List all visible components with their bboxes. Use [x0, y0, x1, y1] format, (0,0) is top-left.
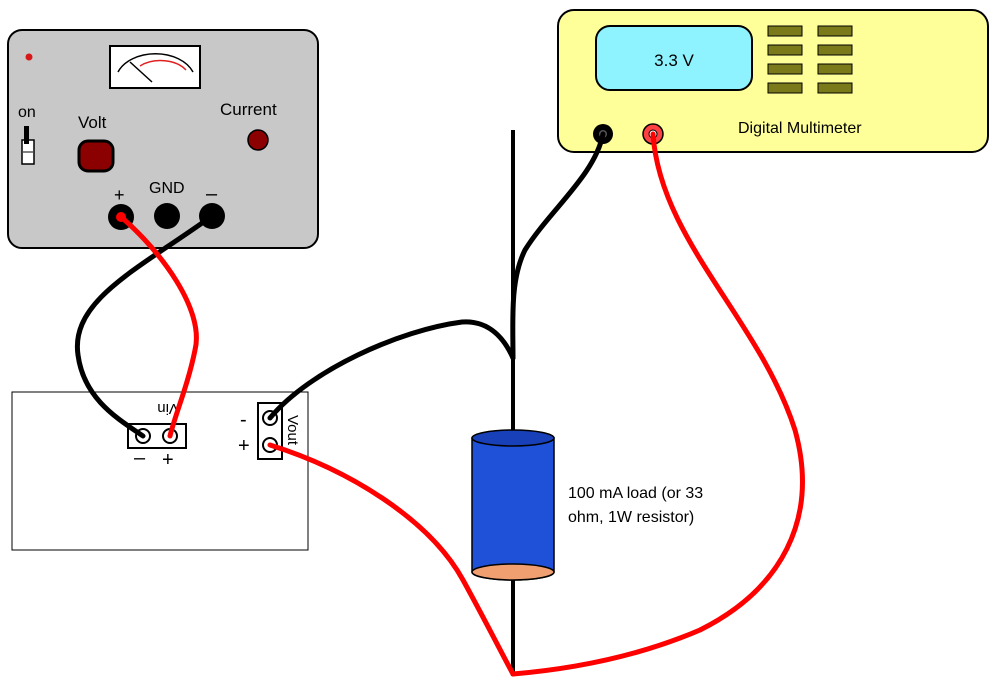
multimeter-button[interactable]	[817, 82, 853, 94]
power-toggle-switch[interactable]	[21, 126, 35, 165]
meter-volt-wire	[510, 131, 805, 677]
minus-terminal-label: –	[206, 183, 218, 205]
load-body	[471, 437, 555, 581]
meter-com-wire	[510, 131, 606, 361]
gnd-terminal[interactable]	[154, 203, 180, 229]
multimeter-title: Digital Multimeter	[738, 120, 862, 137]
analog-meter-icon	[109, 45, 201, 89]
current-label: Current	[220, 100, 277, 119]
vin-plus-label: +	[162, 449, 174, 471]
multimeter-button[interactable]	[767, 82, 803, 94]
volt-label: Volt	[78, 113, 107, 132]
multimeter-button[interactable]	[767, 63, 803, 75]
digital-multimeter: 3.3 V Digital Multimeter	[557, 9, 989, 153]
vout-label: Vout	[284, 415, 301, 446]
vout-plus-label: +	[238, 435, 250, 457]
load-top-cap	[471, 429, 555, 447]
load-label-line2: ohm, 1W resistor)	[568, 509, 694, 526]
vin-label: Vin	[157, 400, 178, 417]
load-label-line1: 100 mA load (or 33	[568, 485, 703, 502]
vout-positive-wire	[267, 442, 516, 677]
multimeter-button[interactable]	[767, 25, 803, 37]
regulator-board: Vin – + - + Vout	[11, 391, 309, 551]
psu-positive-wire	[118, 214, 199, 439]
wires	[74, 131, 805, 677]
vin-minus-label: –	[134, 447, 146, 469]
multimeter-button[interactable]	[817, 63, 853, 75]
multimeter-display	[595, 25, 753, 91]
gnd-terminal-label: GND	[149, 180, 185, 197]
power-supply: on Volt Current + GND –	[7, 29, 319, 249]
multimeter-button[interactable]	[817, 25, 853, 37]
current-knob[interactable]	[247, 129, 269, 151]
multimeter-button-grid	[767, 25, 853, 94]
load-bottom-cap	[471, 563, 555, 581]
multimeter-reading: 3.3 V	[654, 51, 694, 70]
volt-knob[interactable]	[77, 139, 115, 173]
on-label: on	[18, 104, 36, 121]
plus-terminal-label: +	[114, 185, 125, 205]
vout-minus-label: -	[240, 409, 247, 431]
load-resistor: 100 mA load (or 33 ohm, 1W resistor)	[471, 130, 703, 676]
power-indicator-led	[25, 53, 33, 61]
multimeter-button[interactable]	[817, 44, 853, 56]
vout-negative-wire	[267, 319, 516, 421]
multimeter-button[interactable]	[767, 44, 803, 56]
